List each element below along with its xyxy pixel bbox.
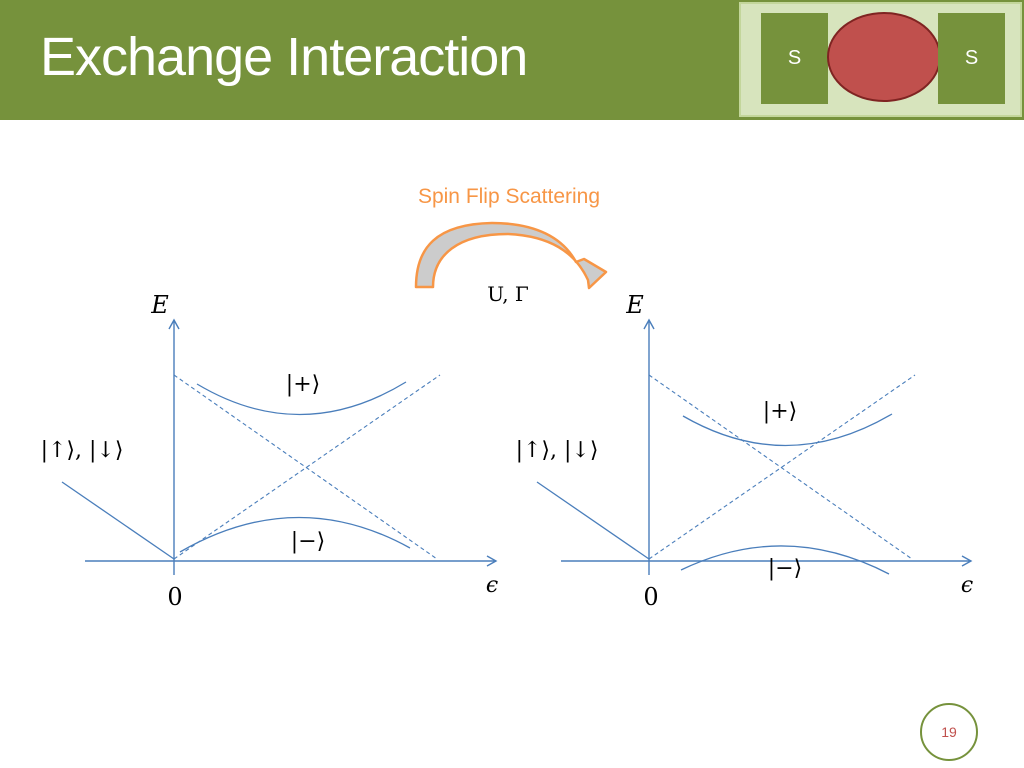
right-superconductor: S <box>938 13 1005 104</box>
plus-state-label: |+⟩ <box>763 399 797 424</box>
right-energy-plot: E ϵ 0 |↑⟩, |↓⟩ |+⟩ |−⟩ <box>516 291 974 611</box>
origin-label: 0 <box>167 583 182 611</box>
upper-band-curve <box>682 413 893 447</box>
spin-states-label: |↑⟩, |↓⟩ <box>41 438 124 463</box>
page-number-badge: 19 <box>920 703 978 761</box>
decreasing-level-line <box>173 374 438 560</box>
left-superconductor-label: S <box>787 47 802 69</box>
lower-band-curve <box>680 545 890 575</box>
title-bar: Exchange Interaction S S <box>0 0 1024 120</box>
quantum-dot <box>827 12 941 102</box>
junction-schematic: S S <box>739 2 1022 117</box>
decreasing-level-line <box>648 374 913 560</box>
scattering-params: U, Γ <box>487 282 529 306</box>
spin-flip-label: Spin Flip Scattering <box>418 185 600 208</box>
energy-axis-label: E <box>150 291 169 319</box>
lower-band-curve <box>179 516 411 553</box>
increasing-level-line <box>173 374 441 560</box>
left-superconductor: S <box>761 13 828 104</box>
minus-state-label: |−⟩ <box>768 556 802 581</box>
right-superconductor-label: S <box>964 47 979 69</box>
spin-states-label: |↑⟩, |↓⟩ <box>516 438 599 463</box>
spin-level-line <box>536 481 650 560</box>
page-number: 19 <box>941 724 957 740</box>
increasing-level-line <box>648 374 916 560</box>
epsilon-axis-label: ϵ <box>961 573 973 598</box>
epsilon-axis-label: ϵ <box>486 573 498 598</box>
minus-state-label: |−⟩ <box>291 529 325 554</box>
spin-level-line <box>61 481 175 560</box>
plus-state-label: |+⟩ <box>286 372 320 397</box>
energy-axis-label: E <box>625 291 644 319</box>
curved-arrow-icon <box>414 221 608 290</box>
slide-title: Exchange Interaction <box>40 27 528 87</box>
left-energy-plot: E ϵ 0 |↑⟩, |↓⟩ |+⟩ |−⟩ <box>41 291 499 611</box>
upper-band-curve <box>196 381 407 416</box>
origin-label: 0 <box>643 583 658 611</box>
